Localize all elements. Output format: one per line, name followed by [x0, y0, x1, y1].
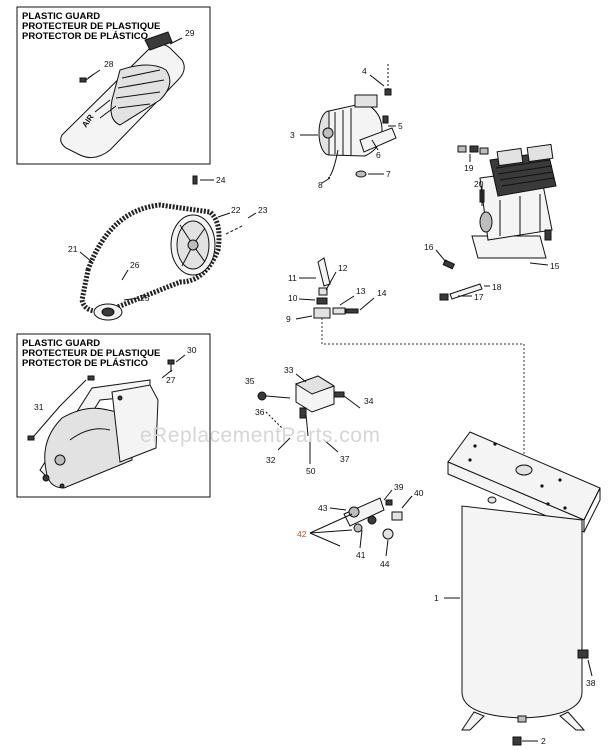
callout-21: 21	[68, 244, 78, 254]
guard-backplate	[39, 379, 159, 489]
callout-13: 13	[356, 286, 366, 296]
callout-18: 18	[492, 282, 502, 292]
callout-1: 1	[434, 593, 439, 603]
motor-assembly	[318, 88, 397, 177]
callout-37: 37	[340, 454, 350, 464]
callout-11: 11	[288, 273, 297, 283]
callout-20: 20	[474, 179, 484, 189]
callout-7: 7	[386, 169, 391, 179]
plastic-guard-box-bottom: PLASTIC GUARD PROTECTEUR DE PLASTIQUE PR…	[16, 333, 211, 498]
callout-27: 27	[166, 375, 176, 385]
callout-35: 35	[245, 376, 255, 386]
callout-40: 40	[414, 488, 424, 498]
nut-35-icon	[257, 391, 267, 401]
callout-19: 19	[464, 163, 474, 173]
callout-32: 32	[266, 455, 276, 465]
callout-2: 2	[541, 736, 546, 746]
fittings-19-icon	[457, 145, 489, 155]
callout-25: 25	[140, 293, 150, 303]
callout-29: 29	[185, 28, 195, 38]
callout-4: 4	[362, 66, 367, 76]
nut-7-icon	[355, 170, 367, 178]
callout-15: 15	[550, 261, 560, 271]
air-tank	[447, 431, 601, 731]
callout-39: 39	[394, 482, 404, 492]
callout-50: 50	[306, 466, 316, 476]
tube-fittings-assembly	[313, 257, 359, 319]
plastic-guard-box-top: PLASTIC GUARD PROTECTEUR DE PLASTIQUE PR…	[16, 6, 211, 165]
callout-9: 9	[286, 314, 291, 324]
pump-assembly	[471, 143, 557, 259]
callout-17: 17	[474, 292, 484, 302]
callout-33: 33	[284, 365, 294, 375]
callout-12: 12	[338, 263, 348, 273]
callout-16: 16	[424, 242, 434, 252]
belt-pulley-assembly	[79, 202, 222, 321]
guard-bottom-title-en: PLASTIC GUARD	[22, 338, 100, 349]
callout-30: 30	[187, 345, 197, 355]
callout-31: 31	[34, 402, 44, 412]
callout-14: 14	[377, 288, 387, 298]
pressure-switch-assembly	[294, 375, 345, 437]
plastic-guard-cover: AIR	[60, 31, 185, 159]
callout-36: 36	[255, 407, 265, 417]
tube-18-icon	[439, 283, 483, 301]
screw-31-top-icon	[87, 375, 95, 381]
setscrew-24-icon	[192, 175, 198, 185]
fitting-16-icon	[442, 259, 456, 270]
guard-bottom-title-fr: PROTECTEUR DE PLASTIQUE	[22, 348, 160, 359]
callout-23: 23	[258, 205, 268, 215]
callout-28: 28	[104, 59, 114, 69]
guard-bottom-title-es: PROTECTOR DE PLÁSTICO	[22, 358, 148, 369]
callout-6: 6	[376, 150, 381, 160]
callout-38: 38	[586, 678, 596, 688]
callout-22: 22	[231, 205, 241, 215]
callout-24: 24	[216, 175, 226, 185]
callout-43: 43	[318, 503, 328, 513]
drain-valve-2-icon	[512, 736, 522, 746]
screw-31-bottom-icon	[27, 435, 35, 441]
callout-10: 10	[288, 293, 298, 303]
callout-41: 41	[356, 550, 366, 560]
callout-26: 26	[130, 260, 140, 270]
callout-8: 8	[318, 180, 323, 190]
guard-top-title-fr: PROTECTEUR DE PLASTIQUE	[22, 21, 160, 32]
callout-42: 42	[297, 529, 307, 539]
callout-3: 3	[290, 130, 295, 140]
callout-34: 34	[364, 396, 374, 406]
callout-5: 5	[398, 121, 403, 131]
manifold-assembly	[343, 497, 403, 540]
watermark-text: eReplacementParts.com	[140, 424, 380, 447]
guard-top-title-es: PROTECTOR DE PLÁSTICO	[22, 31, 148, 42]
callout-44: 44	[380, 559, 390, 569]
guard-top-title-en: PLASTIC GUARD	[22, 11, 100, 22]
